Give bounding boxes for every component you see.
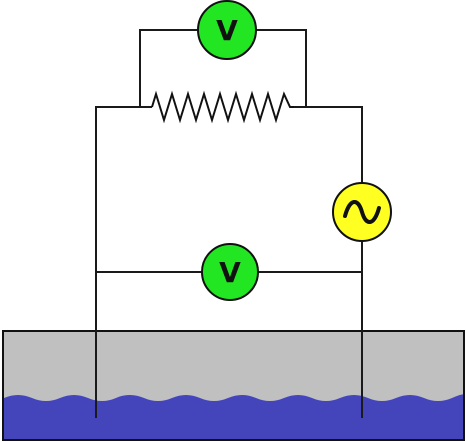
voltmeter-bottom-label: V (219, 256, 241, 289)
voltmeter-top-label: V (216, 14, 238, 47)
left-wire (95, 106, 152, 331)
tank-liquid (4, 394, 465, 440)
top-voltmeter-wire-right (256, 29, 307, 107)
tank-border (2, 330, 465, 441)
voltmeter-bottom-body (201, 243, 259, 301)
tank (2, 330, 465, 441)
ac-source (332, 182, 392, 242)
sine-wave-icon (343, 200, 381, 224)
resistor (151, 90, 294, 124)
voltmeter-top: V (197, 0, 257, 60)
top-voltmeter-wire (139, 29, 198, 107)
voltmeter-bottom: V (201, 243, 259, 301)
voltmeter-top-body (197, 0, 257, 60)
right-wire-upper (294, 106, 363, 183)
